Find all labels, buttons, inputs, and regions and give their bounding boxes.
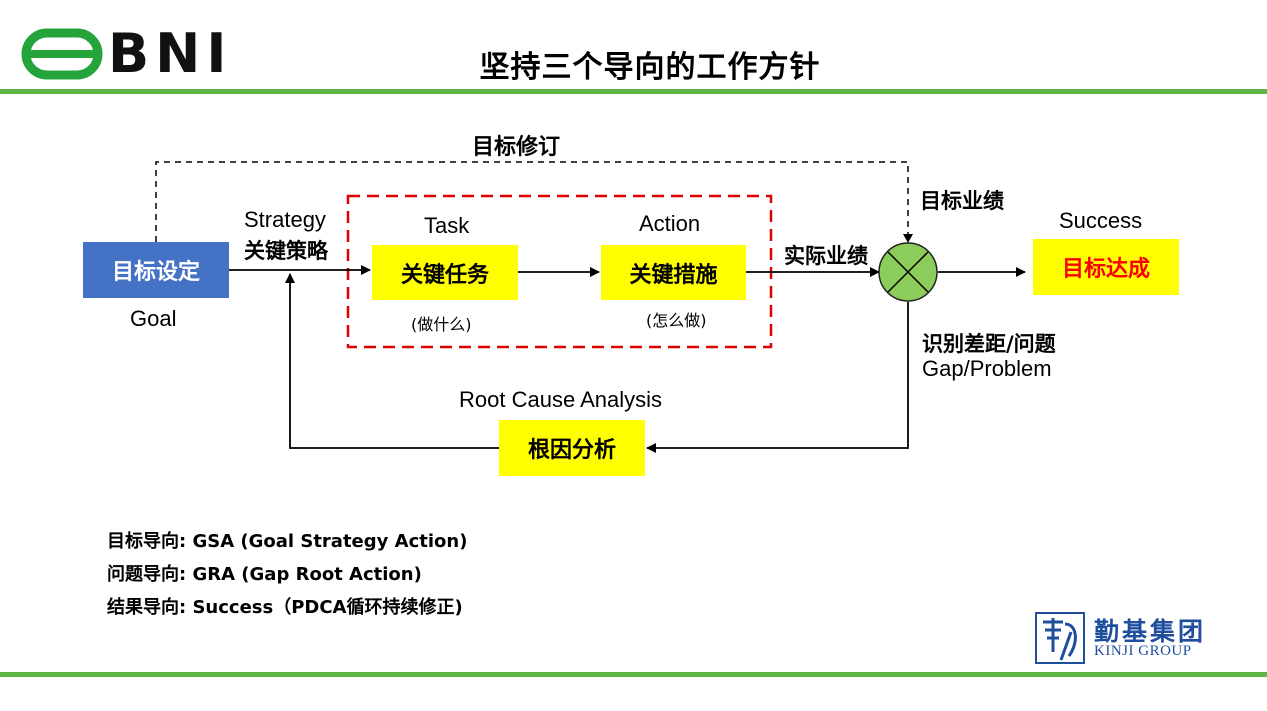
- task-note: (做什么): [411, 315, 472, 334]
- header-divider: [0, 89, 1267, 94]
- orientation-notes: 目标导向: GSA (Goal Strategy Action) 问题导向: G…: [107, 525, 467, 624]
- actual-performance-label: 实际业绩: [784, 244, 868, 268]
- target-performance-label: 目标业绩: [920, 189, 1004, 213]
- note-goal-orientation: 目标导向: GSA (Goal Strategy Action): [107, 531, 468, 552]
- bni-logo-icon: [21, 28, 103, 80]
- note-result-orientation: 结果导向: Success（PDCA循环持续修正): [107, 597, 463, 618]
- page-title: 坚持三个导向的工作方针: [479, 50, 821, 85]
- dashed-loop-arrowhead: [903, 234, 913, 243]
- kinji-company-en: KINJI GROUP: [1094, 643, 1192, 659]
- kinji-emblem-icon: [1035, 612, 1085, 664]
- dashed-goal-revision-loop: [155, 161, 909, 242]
- strategy-label-cn: 关键策略: [244, 239, 328, 263]
- arrow-gap-to-root-cause: [646, 302, 909, 453]
- note-problem-orientation: 问题导向: GRA (Gap Root Action): [107, 564, 422, 585]
- goal-label: Goal: [130, 306, 177, 331]
- gap-label-en: Gap/Problem: [922, 356, 1052, 381]
- root-cause-box: 根因分析: [499, 420, 645, 476]
- comparator-circle: [878, 242, 938, 302]
- goal-revision-label: 目标修订: [472, 135, 561, 160]
- goal-achieved-box: 目标达成: [1033, 239, 1179, 295]
- key-action-box: 关键措施: [601, 245, 746, 300]
- root-cause-label-en: Root Cause Analysis: [459, 387, 662, 412]
- bni-logo-text: BNI: [108, 22, 233, 85]
- kinji-company-cn: 勤基集团: [1094, 617, 1207, 646]
- action-label-en: Action: [639, 211, 701, 236]
- task-label-en: Task: [424, 213, 470, 238]
- success-label-en: Success: [1059, 208, 1143, 233]
- strategy-label-en: Strategy: [244, 207, 326, 232]
- key-task-box: 关键任务: [372, 245, 518, 300]
- goal-setting-box: 目标设定: [83, 242, 229, 298]
- arrow-root-cause-to-strategy: [285, 273, 499, 449]
- gap-label-cn: 识别差距/问题: [922, 332, 1056, 356]
- footer-divider: [0, 672, 1267, 677]
- action-note: (怎么做): [646, 311, 707, 330]
